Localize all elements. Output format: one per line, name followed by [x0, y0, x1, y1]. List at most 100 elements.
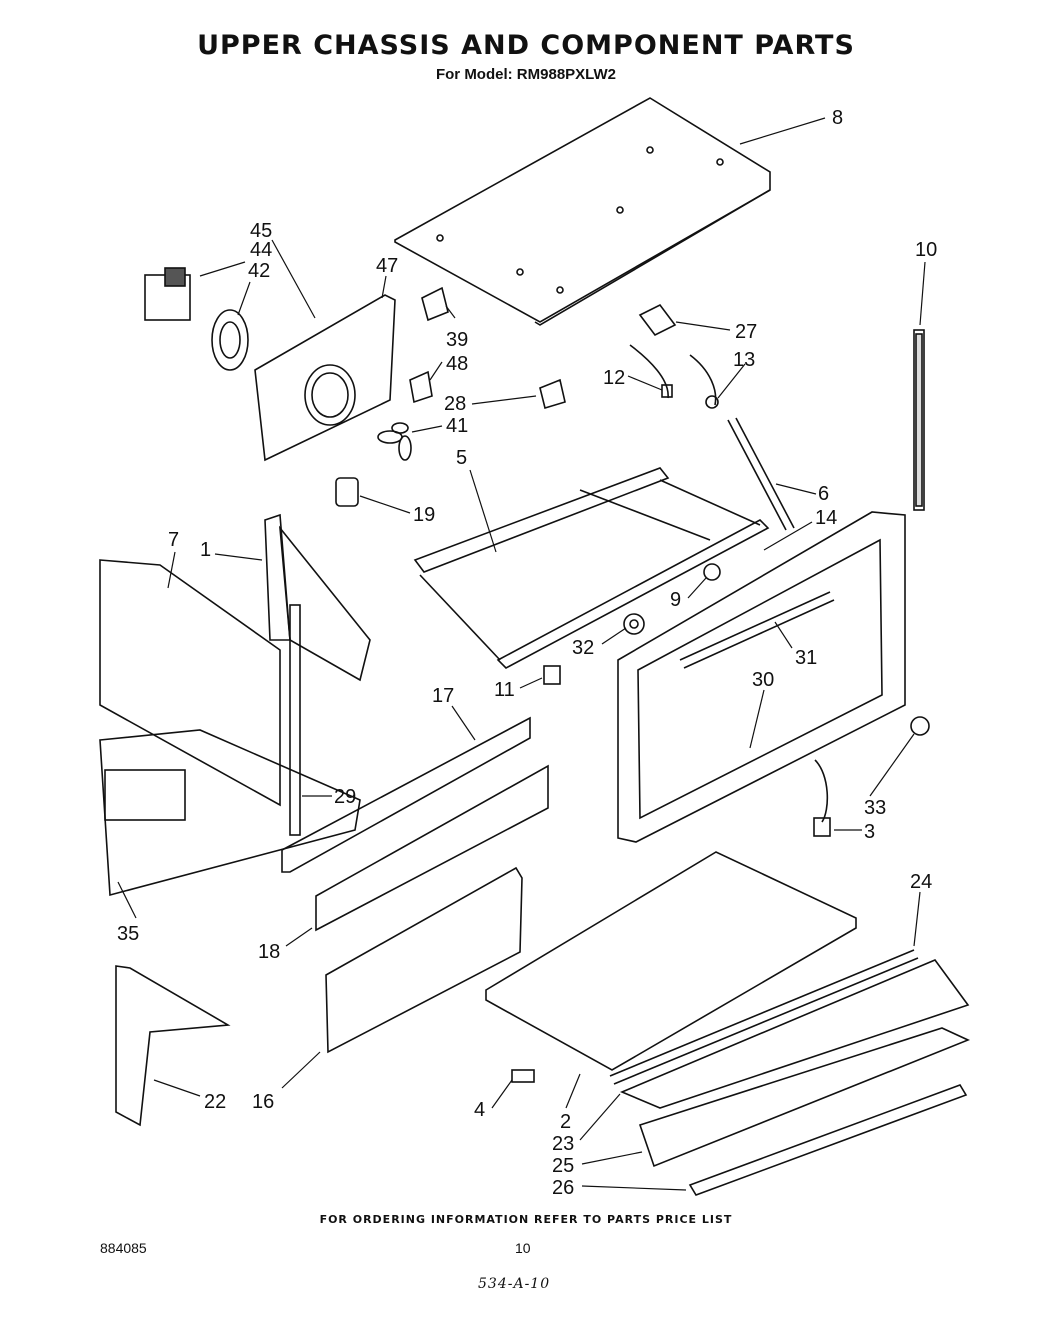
part-6-rod [727, 417, 795, 531]
leader-12 [627, 375, 663, 391]
part-13-switch [689, 354, 719, 409]
part-17-trim [281, 716, 531, 873]
callout-13: 13 [733, 349, 755, 371]
page-number: 10 [515, 1240, 531, 1256]
callout-41: 41 [446, 415, 468, 437]
part-28-clip [539, 378, 566, 410]
leader-1 [214, 553, 263, 561]
leader-5 [469, 469, 497, 553]
part-33-bulb [910, 716, 930, 736]
leader-18 [285, 927, 313, 947]
leader-28 [471, 395, 537, 405]
callout-17: 17 [432, 685, 454, 707]
part-9-knob [703, 563, 721, 581]
part-2-base-plate [485, 851, 857, 1071]
callout-27: 27 [735, 321, 757, 343]
part-27-bracket [638, 303, 677, 337]
callout-31: 31 [795, 647, 817, 669]
leader-41 [411, 425, 443, 433]
callout-19: 19 [413, 504, 435, 526]
leader-32 [601, 627, 627, 645]
leader-47 [381, 275, 387, 299]
callout-3: 3 [864, 821, 875, 843]
part-7-side-panel [99, 559, 281, 807]
part-31-handle-bar [679, 591, 835, 669]
callout-9: 9 [670, 589, 681, 611]
leader-11 [519, 677, 543, 689]
callout-42: 42 [248, 260, 270, 282]
leader-39 [445, 305, 456, 319]
part-11-clip [543, 665, 561, 685]
part-35-lower-panel [99, 729, 361, 897]
part-25-lens [638, 1027, 971, 1168]
leader-2 [565, 1073, 581, 1109]
callout-48: 48 [446, 353, 468, 375]
callout-35: 35 [117, 923, 139, 945]
part-44-motor [144, 267, 191, 321]
callout-6: 6 [818, 483, 829, 505]
leader-45 [271, 239, 316, 319]
callout-5: 5 [456, 447, 467, 469]
callout-12: 12 [603, 367, 625, 389]
leader-42 [237, 281, 251, 316]
callout-1: 1 [200, 539, 211, 561]
callout-30: 30 [752, 669, 774, 691]
callout-2: 2 [560, 1111, 571, 1133]
leader-24 [913, 891, 921, 947]
part-42-fan-guard [211, 309, 249, 371]
leader-14 [763, 521, 813, 551]
leader-7 [167, 551, 176, 589]
callout-39: 39 [446, 329, 468, 351]
leader-23 [579, 1093, 621, 1141]
callout-28: 28 [444, 393, 466, 415]
callout-45: 45 [250, 220, 272, 242]
callout-32: 32 [572, 637, 594, 659]
callout-33: 33 [864, 797, 886, 819]
part-5-frame [413, 467, 770, 669]
leader-17 [451, 705, 476, 741]
model-subtitle: For Model: RM988PXLW2 [435, 66, 617, 83]
ordering-note: FOR ORDERING INFORMATION REFER TO PARTS … [319, 1213, 733, 1226]
leader-35 [117, 881, 137, 919]
callout-22: 22 [204, 1091, 226, 1113]
part-26-strip [688, 1084, 968, 1196]
leader-33 [869, 733, 915, 797]
handwritten-reference: 534-A-10 [478, 1276, 551, 1292]
leader-25 [581, 1151, 643, 1165]
callout-26: 26 [552, 1177, 574, 1199]
callout-11: 11 [494, 679, 515, 701]
callout-4: 4 [474, 1099, 485, 1121]
callout-24: 24 [910, 871, 932, 893]
leader-27 [675, 321, 731, 331]
part-10-side-strip [913, 329, 925, 511]
part-32-knob [623, 613, 645, 635]
part-23-reflector [619, 959, 970, 1109]
callout-44: 44 [250, 239, 272, 261]
part-8-top-panel [394, 97, 771, 326]
callout-14: 14 [815, 507, 837, 529]
page-title: UPPER CHASSIS AND COMPONENT PARTS [197, 30, 855, 61]
callout-47: 47 [376, 255, 398, 277]
leader-13 [717, 363, 746, 399]
callout-29: 29 [334, 786, 356, 808]
part-41-fan-blade [377, 422, 412, 461]
leader-48 [429, 361, 443, 381]
part-3-socket [813, 759, 831, 837]
part-29-trim-strip [289, 604, 301, 836]
leader-19 [359, 495, 411, 514]
part-18-trim [315, 764, 549, 932]
callout-25: 25 [552, 1155, 574, 1177]
part-12-switch [629, 344, 673, 399]
part-16-trim [325, 866, 523, 1054]
leader-9 [687, 577, 707, 599]
leader-4 [491, 1079, 513, 1109]
callout-10: 10 [915, 239, 937, 261]
part-45-shroud [254, 294, 396, 462]
leader-26 [581, 1185, 687, 1191]
part-39-bracket [421, 286, 449, 322]
callout-16: 16 [252, 1091, 274, 1113]
part-30-door-panel [617, 511, 906, 843]
callout-23: 23 [552, 1133, 574, 1155]
leader-8 [739, 117, 826, 145]
